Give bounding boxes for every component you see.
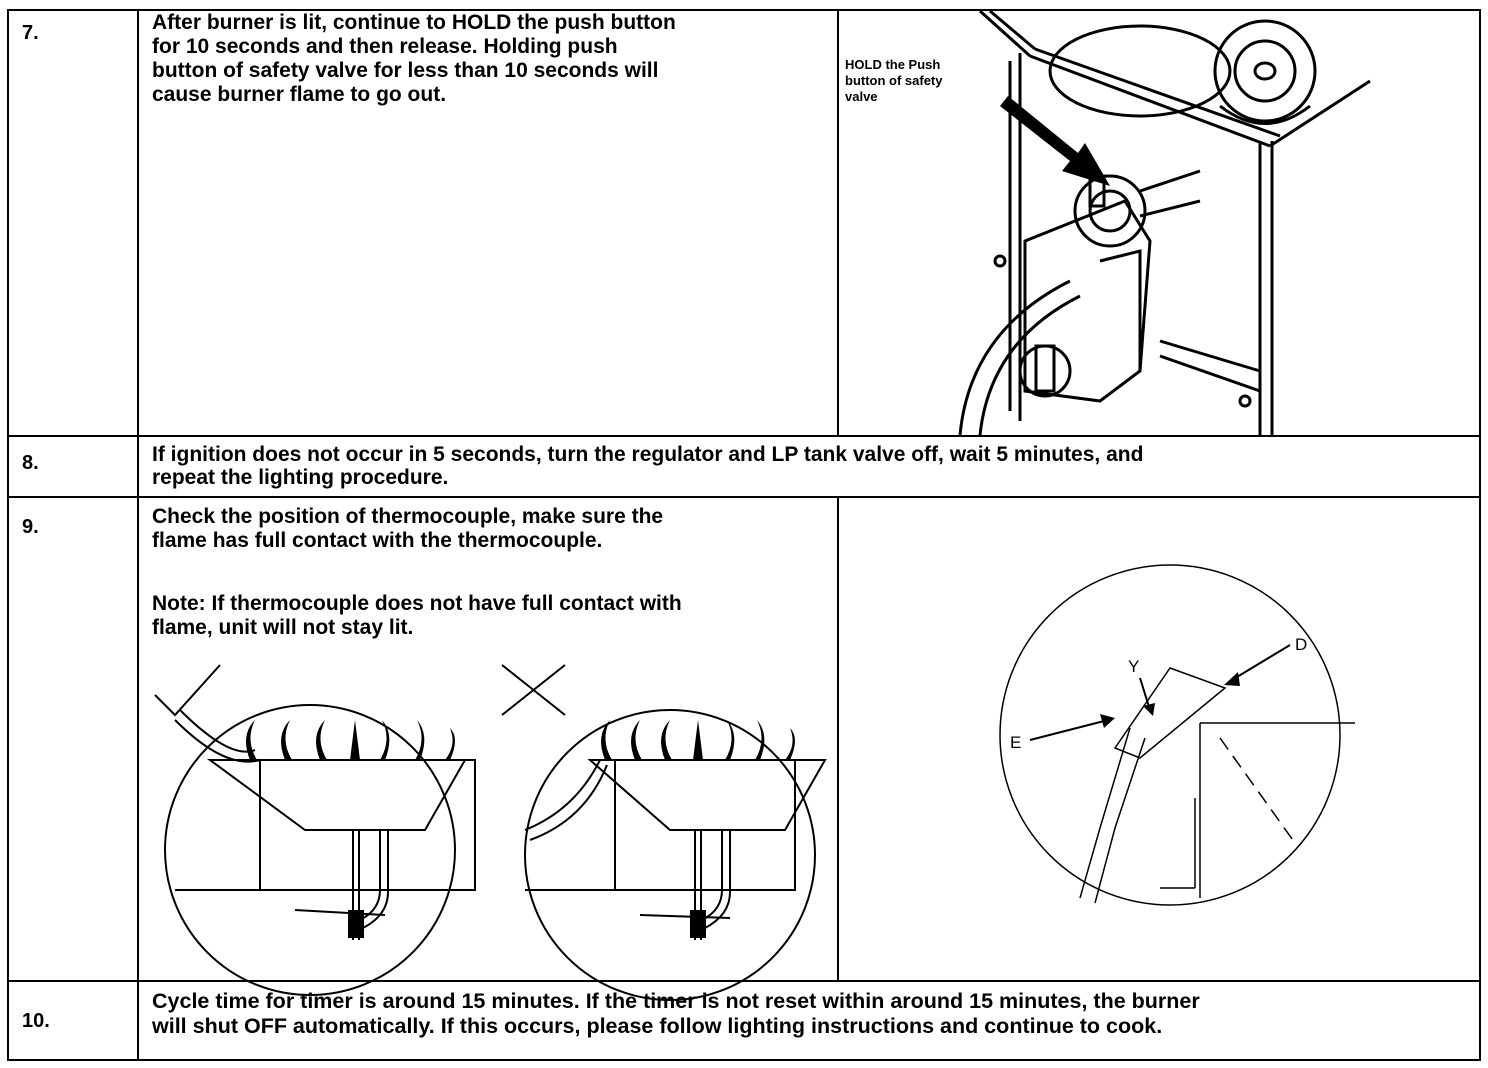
row-divider [7, 435, 1481, 437]
label-y: Y [1128, 657, 1139, 676]
table-border-left [7, 9, 9, 1061]
image-cell-divider [837, 9, 839, 436]
row-divider [7, 980, 1481, 982]
column-divider [137, 9, 139, 1061]
callout-label: valve [845, 89, 878, 104]
table-border-bottom [7, 1059, 1481, 1061]
step-number: 10. [22, 1010, 50, 1032]
step-text: for 10 seconds and then release. Holding… [152, 35, 618, 58]
callout-label: button of safety [845, 73, 943, 88]
image-cell-divider [837, 496, 839, 982]
note-text: flame, unit will not stay lit. [152, 616, 414, 639]
step-text: cause burner flame to go out. [152, 83, 447, 106]
step-text: repeat the lighting procedure. [152, 466, 449, 489]
step-text: Cycle time for timer is around 15 minute… [152, 989, 1200, 1013]
table-border-right [1479, 9, 1481, 1061]
step-number: 8. [22, 452, 39, 474]
callout-label: HOLD the Push [845, 57, 941, 72]
note-text: Note: If thermocouple does not have full… [152, 592, 682, 615]
safety-valve-illustration [958, 9, 1371, 436]
table-border-top [7, 9, 1481, 11]
step-text: If ignition does not occur in 5 seconds,… [152, 443, 1144, 466]
step-number: 7. [22, 22, 39, 44]
step-text: will shut OFF automatically. If this occ… [152, 1014, 1163, 1038]
step-number: 9. [22, 516, 39, 538]
flame-contact-comparison [154, 664, 827, 1001]
step-text: flame has full contact with the thermoco… [152, 529, 603, 552]
step-text: After burner is lit, continue to HOLD th… [152, 11, 676, 34]
step-text: button of safety valve for less than 10 … [152, 59, 659, 82]
thermocouple-detail-illustration: D Y E [999, 564, 1355, 906]
label-d: D [1295, 635, 1307, 654]
checkmark-icon [154, 664, 221, 717]
step-text: Check the position of thermocouple, make… [152, 505, 664, 528]
row-divider [7, 496, 1481, 498]
label-e: E [1010, 733, 1021, 752]
